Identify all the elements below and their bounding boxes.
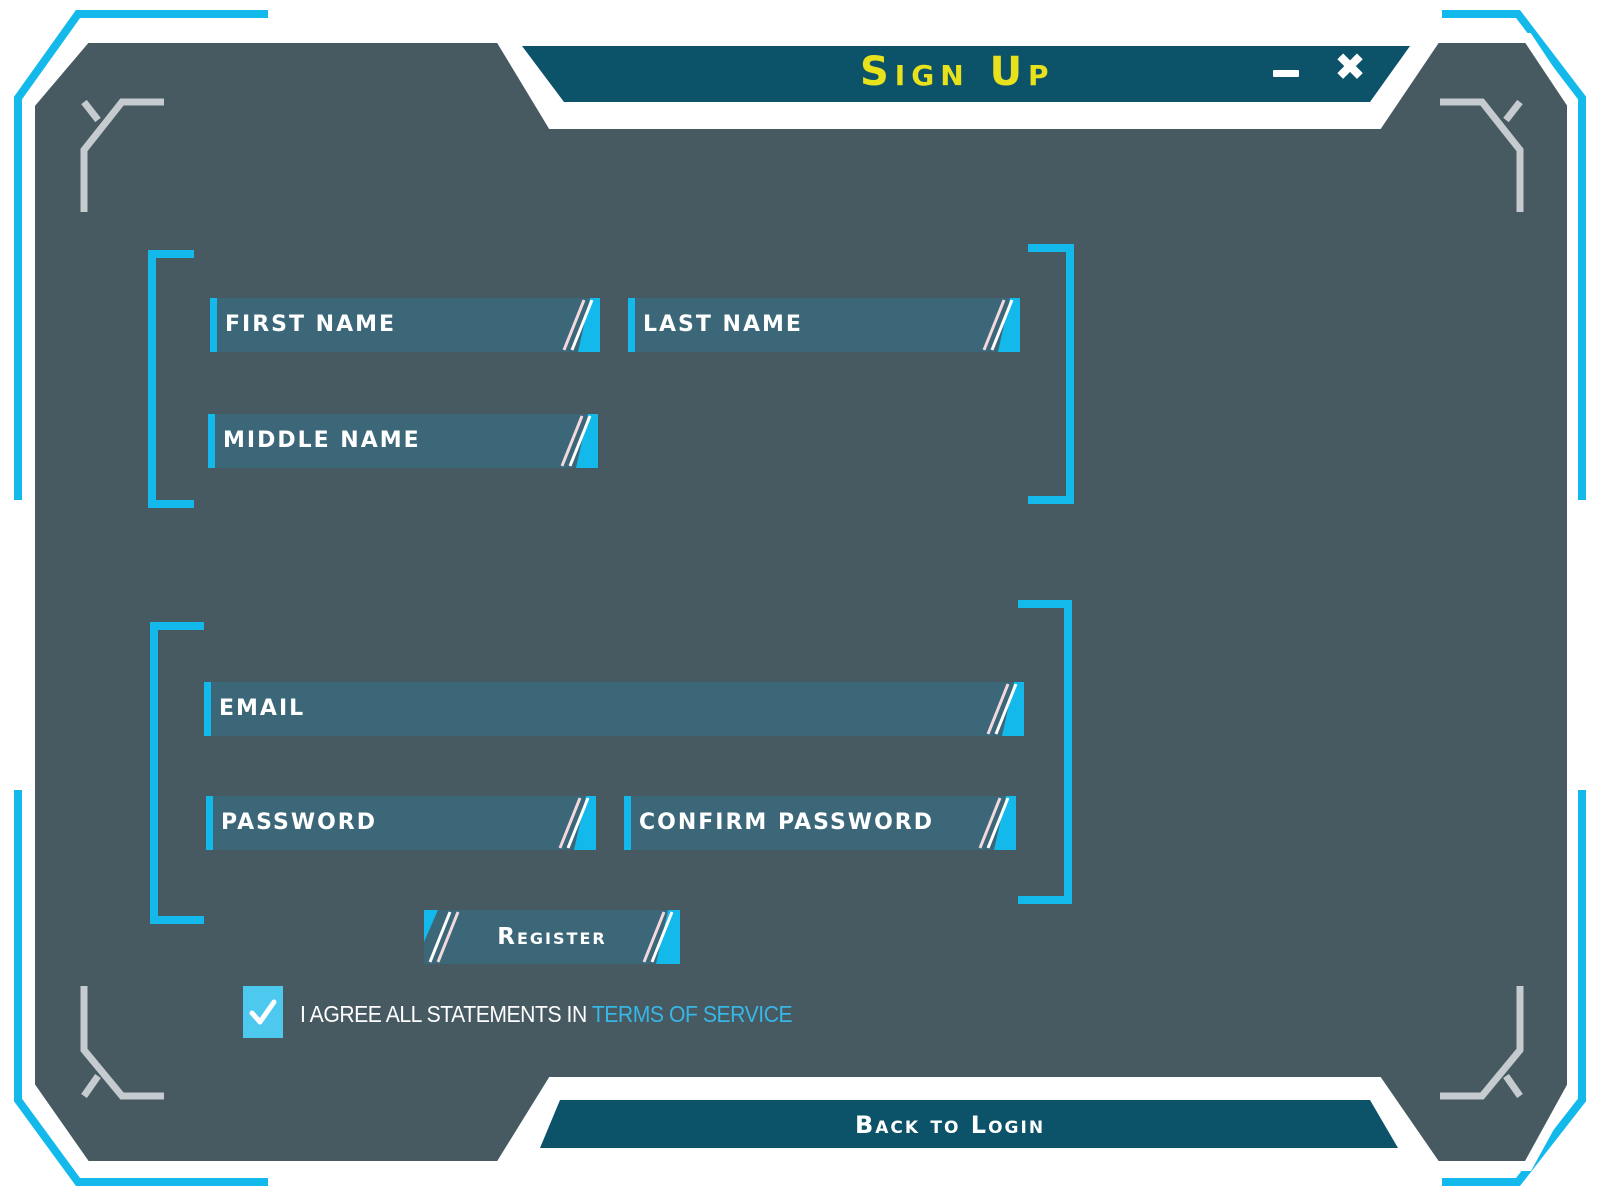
minimize-icon [1273, 70, 1299, 77]
minimize-button[interactable] [1268, 48, 1306, 88]
password-placeholder: PASSWORD [221, 810, 378, 835]
field-stripe-decoration [982, 298, 1020, 352]
terms-of-service-link[interactable]: TERMS OF SERVICE [591, 1001, 793, 1027]
button-stripe-decoration-left [424, 910, 460, 963]
close-icon: ✖ [1334, 45, 1366, 89]
confirm-password-field[interactable]: CONFIRM PASSWORD [624, 796, 1016, 850]
section-brackets [148, 244, 1074, 924]
last-name-field[interactable]: LAST NAME [628, 298, 1020, 352]
terms-checkbox[interactable] [243, 986, 283, 1038]
terms-agreement-text: I AGREE ALL STATEMENTS IN TERMS OF SERVI… [300, 994, 793, 1034]
password-field[interactable]: PASSWORD [206, 796, 596, 850]
field-stripe-decoration [558, 796, 596, 850]
first-name-field[interactable]: FIRST NAME [210, 298, 600, 352]
register-button[interactable]: Register [424, 910, 680, 964]
last-name-placeholder: LAST NAME [643, 312, 803, 337]
field-stripe-decoration [562, 298, 600, 352]
terms-statement: I AGREE ALL STATEMENTS IN [300, 1001, 592, 1027]
bottom-bar [540, 1100, 1398, 1148]
email-placeholder: EMAIL [219, 696, 306, 721]
corner-ornaments [80, 98, 1524, 1100]
middle-name-field[interactable]: MIDDLE NAME [208, 414, 598, 468]
frame-corner-accents [14, 10, 1586, 1186]
field-stripe-decoration [978, 796, 1016, 850]
checkmark-icon [249, 999, 277, 1025]
first-name-placeholder: FIRST NAME [225, 312, 397, 337]
middle-name-placeholder: MIDDLE NAME [223, 428, 421, 453]
close-button[interactable]: ✖ [1330, 44, 1370, 90]
register-label: Register [497, 924, 607, 950]
button-stripe-decoration-right [642, 910, 680, 964]
title-bar [522, 46, 1410, 102]
field-stripe-decoration [986, 682, 1024, 736]
confirm-password-placeholder: CONFIRM PASSWORD [639, 810, 934, 835]
back-to-login-button[interactable]: Back to Login [854, 1111, 1046, 1139]
field-stripe-decoration [560, 414, 598, 468]
email-field[interactable]: EMAIL [204, 682, 1024, 736]
page-title: Sign Up [860, 49, 1055, 95]
